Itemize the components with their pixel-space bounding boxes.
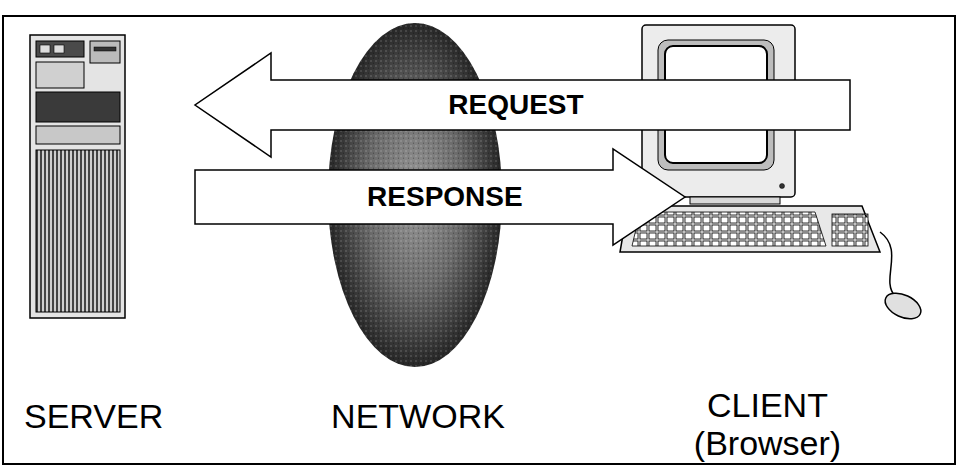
client-node: CLIENT (Browser) [685,25,850,462]
block-arrow [195,149,685,245]
node-label: CLIENT (Browser) [685,387,850,462]
arrow-label: REQUEST [445,90,586,120]
server-tower [30,35,125,318]
node-label: SERVER [20,398,167,435]
client-computer [620,25,925,324]
node-label: NETWORK [327,398,509,435]
block-arrow [195,53,850,157]
server-node: SERVER [20,30,195,435]
frame [3,16,955,464]
arrow-label: RESPONSE [364,182,526,212]
